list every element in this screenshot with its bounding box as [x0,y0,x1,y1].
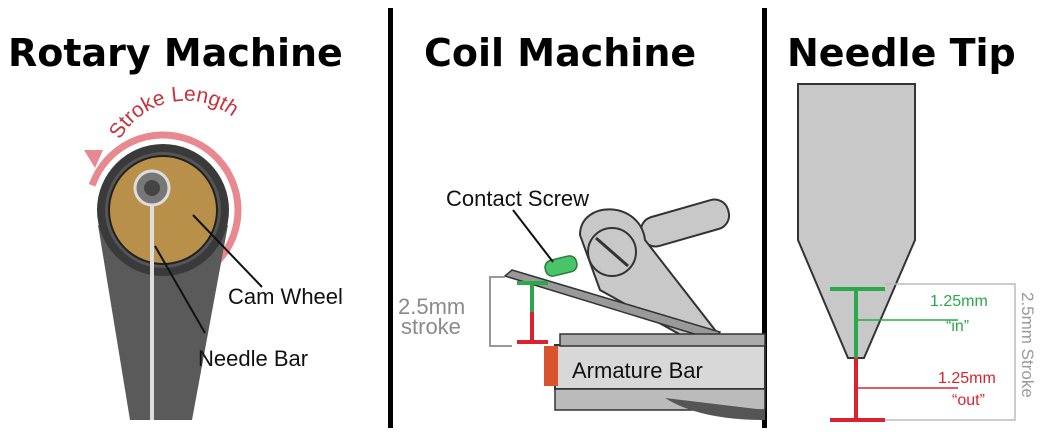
needle-bar-label: Needle Bar [198,346,308,371]
coil-stroke-word: stroke [401,314,461,339]
cam-wheel-label: Cam Wheel [228,284,343,309]
needle-in-word: “in” [946,318,969,335]
coil-stroke-bracket [489,276,512,347]
cam-pin-inner [144,180,160,196]
contact-screw-leader [512,209,554,263]
coil-title: Coil Machine [424,31,696,75]
needle-out-value: 1.25mm [938,370,996,387]
binding-post-slot [595,236,629,268]
needle-total-bracket [885,283,1016,421]
armature-red-pad [544,346,558,386]
divider-left [388,8,393,428]
needle-panel: Needle Tip 1.25mm “in” 1.25mm “out” 2.5m… [787,31,1037,422]
rotary-panel: Rotary Machine Stroke Length Cam Wheel N… [8,31,343,420]
rotary-title: Rotary Machine [8,31,343,75]
stroke-arrow-icon [84,150,103,168]
needle-total-stroke: 2.5mm Stroke [1018,292,1037,398]
needle-in-value: 1.25mm [930,293,988,310]
coil-panel: Coil Machine Contact Screw Armature Bar … [398,31,766,420]
contact-screw-label: Contact Screw [446,186,589,211]
coil-frame-curve [665,398,765,420]
rotary-body [98,225,228,420]
armature-bar-label: Armature Bar [572,358,703,383]
needle-shape [797,83,916,359]
coil-handle [639,198,731,248]
coil-stroke-value: 2.5mm [398,294,465,319]
spring-bar [503,269,722,341]
armature-bar [554,344,766,390]
cam-wheel [108,155,218,265]
divider-right [762,8,767,428]
cam-wheel-leader [192,214,263,288]
needle-out-word: “out” [952,392,985,409]
needle-bar-leader [154,245,206,334]
needle-title: Needle Tip [787,31,1016,75]
armature-top-strip [559,333,766,347]
